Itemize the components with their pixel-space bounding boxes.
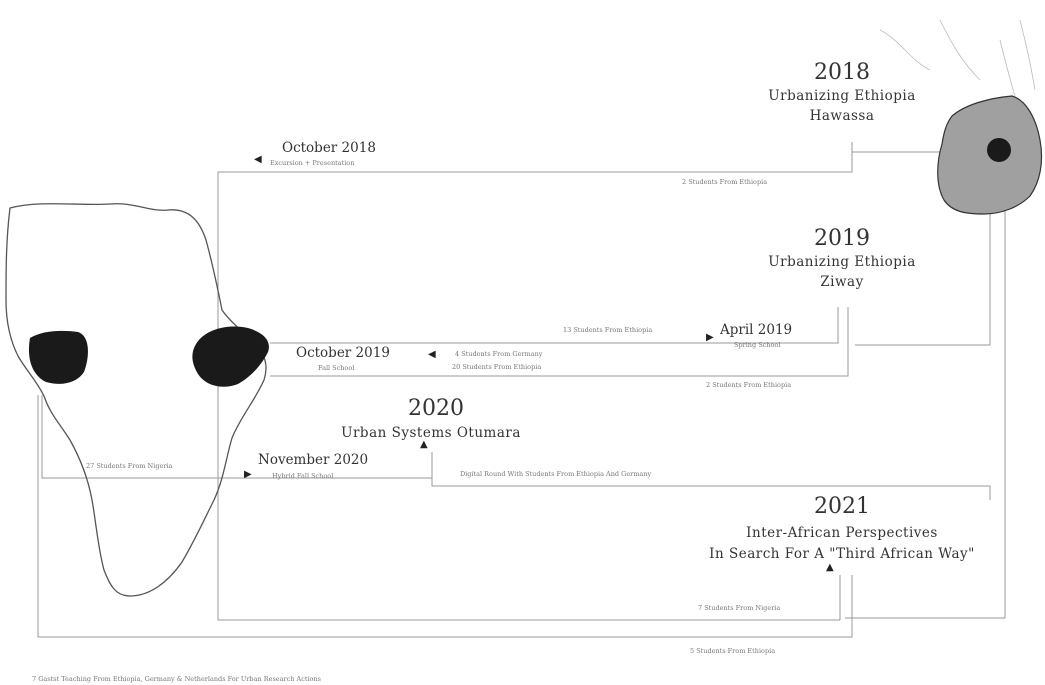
footer-note: 7 Gastst Teaching From Ethiopia, Germany… [32,675,321,683]
event-sub-apr2019: Spring School [734,341,781,349]
event-sub-nov2020: Hybrid Fall School [272,472,334,480]
event-date-oct2018: October 2018 [282,140,376,156]
year-2018: 2018 [814,60,870,85]
route-frame-bottom [37,395,853,638]
region-rivers [879,19,1036,97]
route-2018 [217,142,853,225]
route-2020-nigeria [41,395,235,479]
note-2019-ethiopia: 20 Students From Ethiopia [452,363,542,371]
project-title-2018: Urbanizing Ethiopia [768,88,916,104]
year-2019: 2019 [814,226,870,251]
region-capital-dot [987,138,1011,162]
note-2019-apr: 13 Students From Ethiopia [563,326,653,334]
project-title-2020: Urban Systems Otumara [341,425,521,441]
route-right-3 [845,210,1006,619]
note-2020-digital: Digital Round With Students From Ethiopi… [460,470,652,478]
project-subtitle-2021: In Search For A "Third African Way" [709,546,975,562]
arrow-right-icon: ▶ [244,469,252,480]
arrow-left-icon: ◀ [254,154,262,165]
project-place-2019: Ziway [820,274,864,290]
note-2021-nigeria: 7 Students From Nigeria [698,604,781,612]
event-date-oct2019: October 2019 [296,345,390,361]
arrow-right-icon: ▶ [706,332,714,343]
route-2020-digital [431,452,991,500]
note-2021-ethiopia: 5 Students From Ethiopia [690,647,776,655]
project-place-2018: Hawassa [809,108,875,124]
route-2019-upper [270,307,839,344]
note-2019-germany: 4 Students From Germany [455,350,543,358]
note-2020-nigeria: 27 Students From Nigeria [86,462,173,470]
year-2020: 2020 [408,396,464,421]
africa-outline [5,203,267,597]
event-sub-oct2018: Excursion + Presentation [270,159,355,167]
arrow-up-icon: ▲ [826,562,834,573]
event-sub-oct2019: Fall School [318,364,355,372]
route-right-2 [855,210,991,346]
project-title-2021: Inter-African Perspectives [746,525,938,541]
arrow-left-icon: ◀ [428,349,436,360]
arrow-up-icon: ▲ [420,439,428,450]
nigeria-shape [28,330,88,384]
ethiopia-shape [192,326,269,387]
project-title-2019: Urbanizing Ethiopia [768,254,916,270]
note-2018: 2 Students From Ethiopia [682,178,768,186]
year-2021: 2021 [814,494,870,519]
route-2019-lower [270,307,849,377]
event-date-apr2019: April 2019 [720,322,793,338]
event-date-nov2020: November 2020 [258,452,369,468]
note-2019-lower: 2 Students From Ethiopia [706,381,792,389]
